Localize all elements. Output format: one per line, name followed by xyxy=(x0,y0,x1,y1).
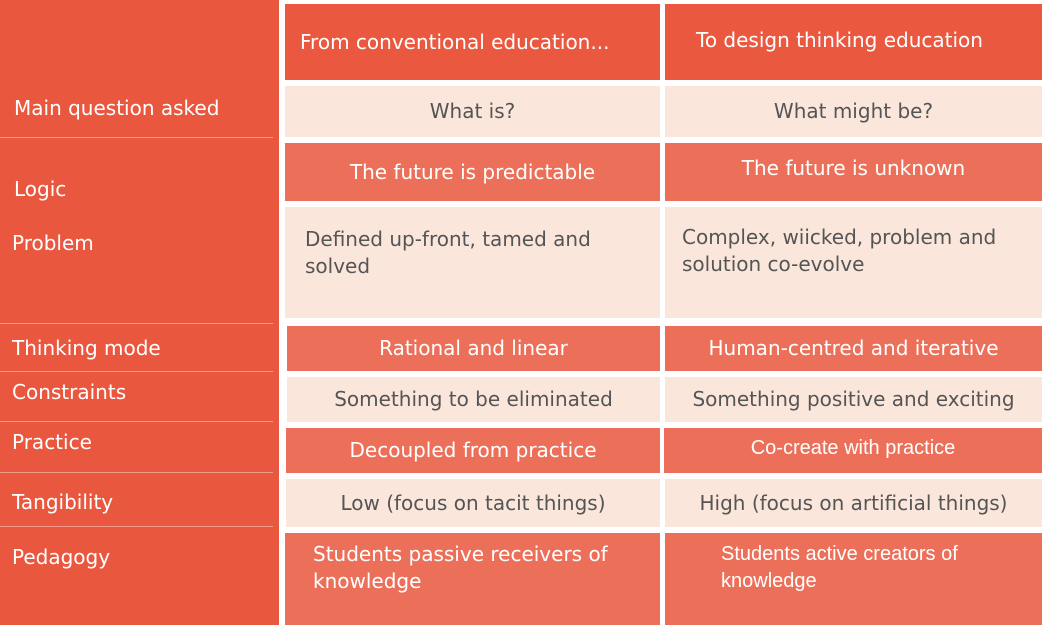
cell-logic-conventional: The future is predictable xyxy=(285,143,660,201)
cell-main-question-conventional: What is? xyxy=(285,86,660,137)
cell-problem-design: Complex, wiicked, problem and solution c… xyxy=(665,207,1042,318)
cell-tangibility-conventional: Low (focus on tacit things) xyxy=(286,479,660,527)
cell-practice-conventional: Decoupled from practice xyxy=(286,428,660,473)
row-divider xyxy=(0,472,273,473)
row-label-logic: Logic xyxy=(14,177,67,201)
row-divider xyxy=(0,371,273,372)
cell-practice-design: Co-create with practice xyxy=(664,428,1042,473)
row-label-practice: Practice xyxy=(12,430,92,454)
row-divider xyxy=(0,526,273,527)
row-divider xyxy=(0,137,273,138)
row-divider xyxy=(0,323,273,324)
cell-constraints-design: Something positive and exciting xyxy=(665,377,1042,422)
cell-constraints-conventional: Something to be eliminated xyxy=(287,377,660,422)
cell-logic-design: The future is unknown xyxy=(665,143,1042,201)
row-label-constraints: Constraints xyxy=(12,380,127,404)
cell-problem-conventional: Defined up-front, tamed and solved xyxy=(285,207,660,318)
cell-thinking-mode-design: Human-centred and iterative xyxy=(665,326,1042,371)
row-label-pedagogy: Pedagogy xyxy=(12,545,111,569)
row-label-thinking-mode: Thinking mode xyxy=(12,336,161,360)
row-label-problem: Problem xyxy=(12,231,94,255)
cell-pedagogy-design: Students active creators of knowledge xyxy=(665,533,1042,625)
header-conventional: From conventional education... xyxy=(285,4,660,80)
row-label-column xyxy=(0,0,279,625)
header-design-thinking: To design thinking education xyxy=(665,4,1042,80)
row-label-main-question: Main question asked xyxy=(14,96,220,120)
row-divider xyxy=(0,421,273,422)
cell-main-question-design: What might be? xyxy=(665,86,1042,137)
cell-tangibility-design: High (focus on artificial things) xyxy=(665,479,1042,527)
cell-pedagogy-conventional: Students passive receivers of knowledge xyxy=(285,533,660,625)
row-label-tangibility: Tangibility xyxy=(12,490,114,514)
cell-thinking-mode-conventional: Rational and linear xyxy=(287,326,660,371)
